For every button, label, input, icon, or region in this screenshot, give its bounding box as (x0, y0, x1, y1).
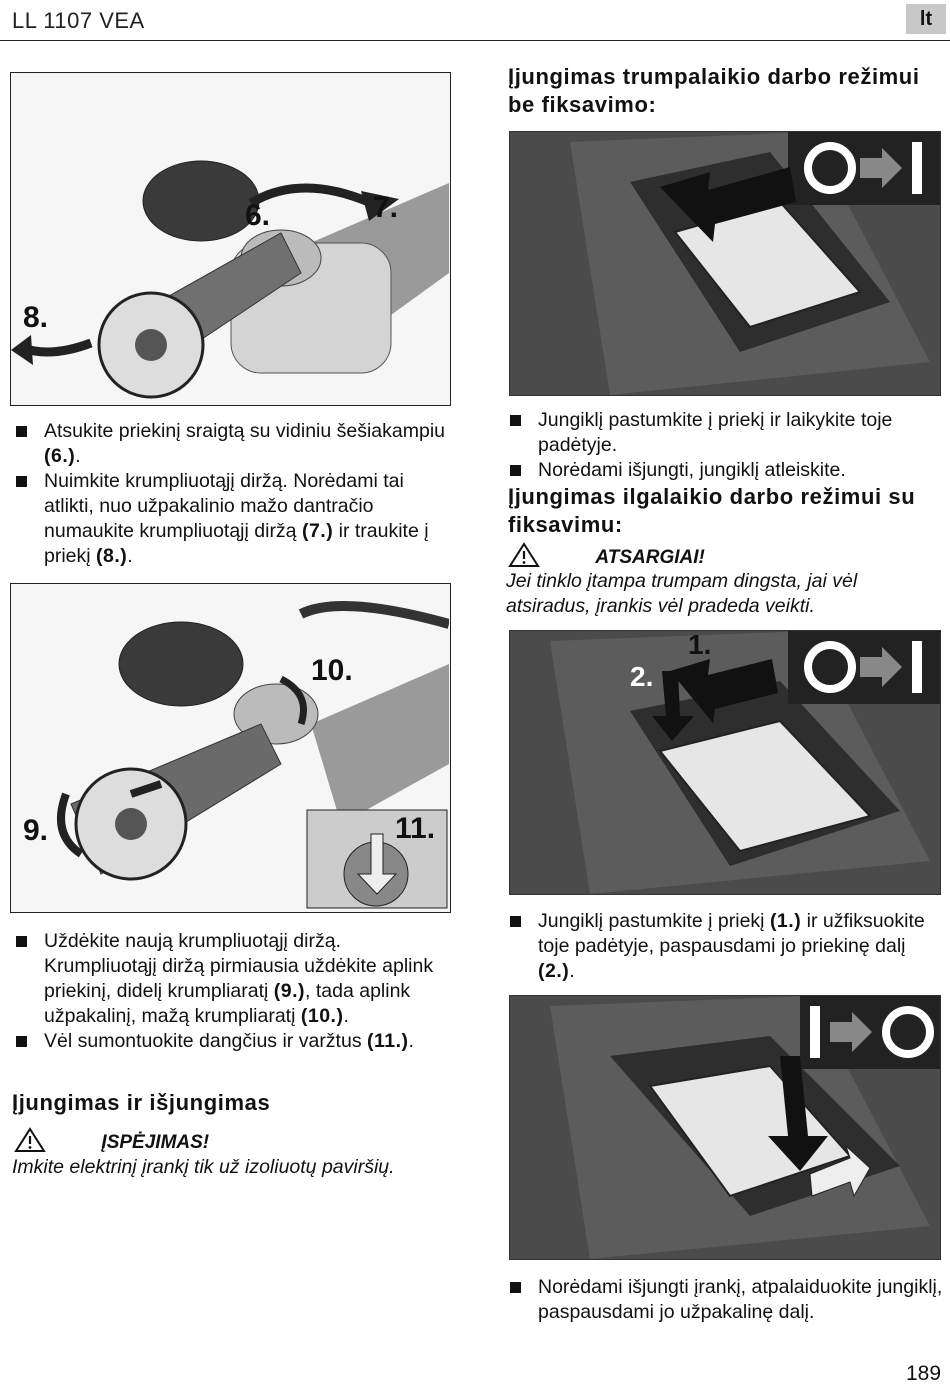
page-number: 189 (906, 1362, 942, 1385)
figure-belt-removal: 6. 7. 8. (10, 72, 451, 406)
list-item: Norėdami išjungti, jungiklį atleiskite. (508, 458, 944, 483)
section-heading-on-off: Įjungimas ir išjungimas (12, 1090, 271, 1115)
list-item: Nuimkite krumpliuotąjį diržą. Norėdami t… (14, 469, 454, 569)
header-title: LL 1107 VEA (12, 8, 145, 33)
caution-line: ATSARGIAI! (508, 542, 944, 570)
step-label-2: 2. (630, 661, 654, 692)
belt-removal-illustration (11, 73, 449, 404)
caution-text: Jei tinklo įtampa trumpam dingsta, jai v… (506, 570, 858, 617)
step-label-9: 9. (23, 814, 49, 847)
list-item: Jungiklį pastumkite į priekį ir laikykit… (508, 408, 944, 458)
step-label-11: 11. (395, 812, 436, 845)
warning-text: Imkite elektrinį įrankį tik už izoliuotų… (12, 1156, 395, 1178)
instruction-list-release: Norėdami išjungti įrankį, atpalaiduokite… (508, 1275, 944, 1325)
step-label-8: 8. (23, 301, 49, 334)
list-item: Norėdami išjungti įrankį, atpalaiduokite… (508, 1275, 944, 1325)
instruction-list-momentary: Jungiklį pastumkite į priekį ir laikykit… (508, 408, 944, 483)
photo-switch-lock: 1. 2. (509, 629, 941, 895)
instruction-list-2: Uždėkite naują krumpliuotąjį diržą. Krum… (14, 929, 454, 1054)
warning-triangle-icon (508, 542, 540, 567)
instruction-list-lock: Jungiklį pastumkite į priekį (1.) ir užf… (508, 909, 944, 984)
step-label-7: 7. (373, 191, 399, 224)
warning-line: ĮSPĖJIMAS! (14, 1127, 454, 1155)
step-label-10: 10. (311, 654, 353, 687)
switch-momentary-illustration (510, 132, 940, 395)
list-item: Atsukite priekinį sraigtą su vidiniu šeš… (14, 419, 454, 469)
list-item: Jungiklį pastumkite į priekį (1.) ir užf… (508, 909, 944, 984)
instruction-list-1: Atsukite priekinį sraigtą su vidiniu šeš… (14, 419, 454, 569)
section-heading-momentary: Įjungimas trumpalaikio darbo režimui be … (508, 64, 920, 117)
figure-belt-installation: 10. 9. 11. (10, 583, 451, 913)
step-label-6: 6. (245, 199, 271, 232)
section-heading-continuous: Įjungimas ilgalaikio darbo režimui su fi… (508, 484, 916, 537)
step-label-1: 1. (688, 629, 712, 660)
switch-lock-illustration (510, 631, 940, 894)
belt-installation-illustration (11, 584, 451, 911)
caution-title: ATSARGIAI! (595, 547, 705, 568)
photo-switch-release (509, 995, 941, 1260)
list-item: Uždėkite naują krumpliuotąjį diržą. Krum… (14, 929, 454, 1029)
warning-triangle-icon (14, 1127, 46, 1152)
list-item: Vėl sumontuokite dangčius ir varžtus (11… (14, 1029, 454, 1054)
header-rule (0, 40, 950, 41)
warning-title: ĮSPĖJIMAS! (101, 1132, 210, 1153)
photo-switch-momentary (509, 131, 941, 396)
switch-release-illustration (510, 996, 940, 1259)
language-badge: lt (906, 4, 946, 34)
